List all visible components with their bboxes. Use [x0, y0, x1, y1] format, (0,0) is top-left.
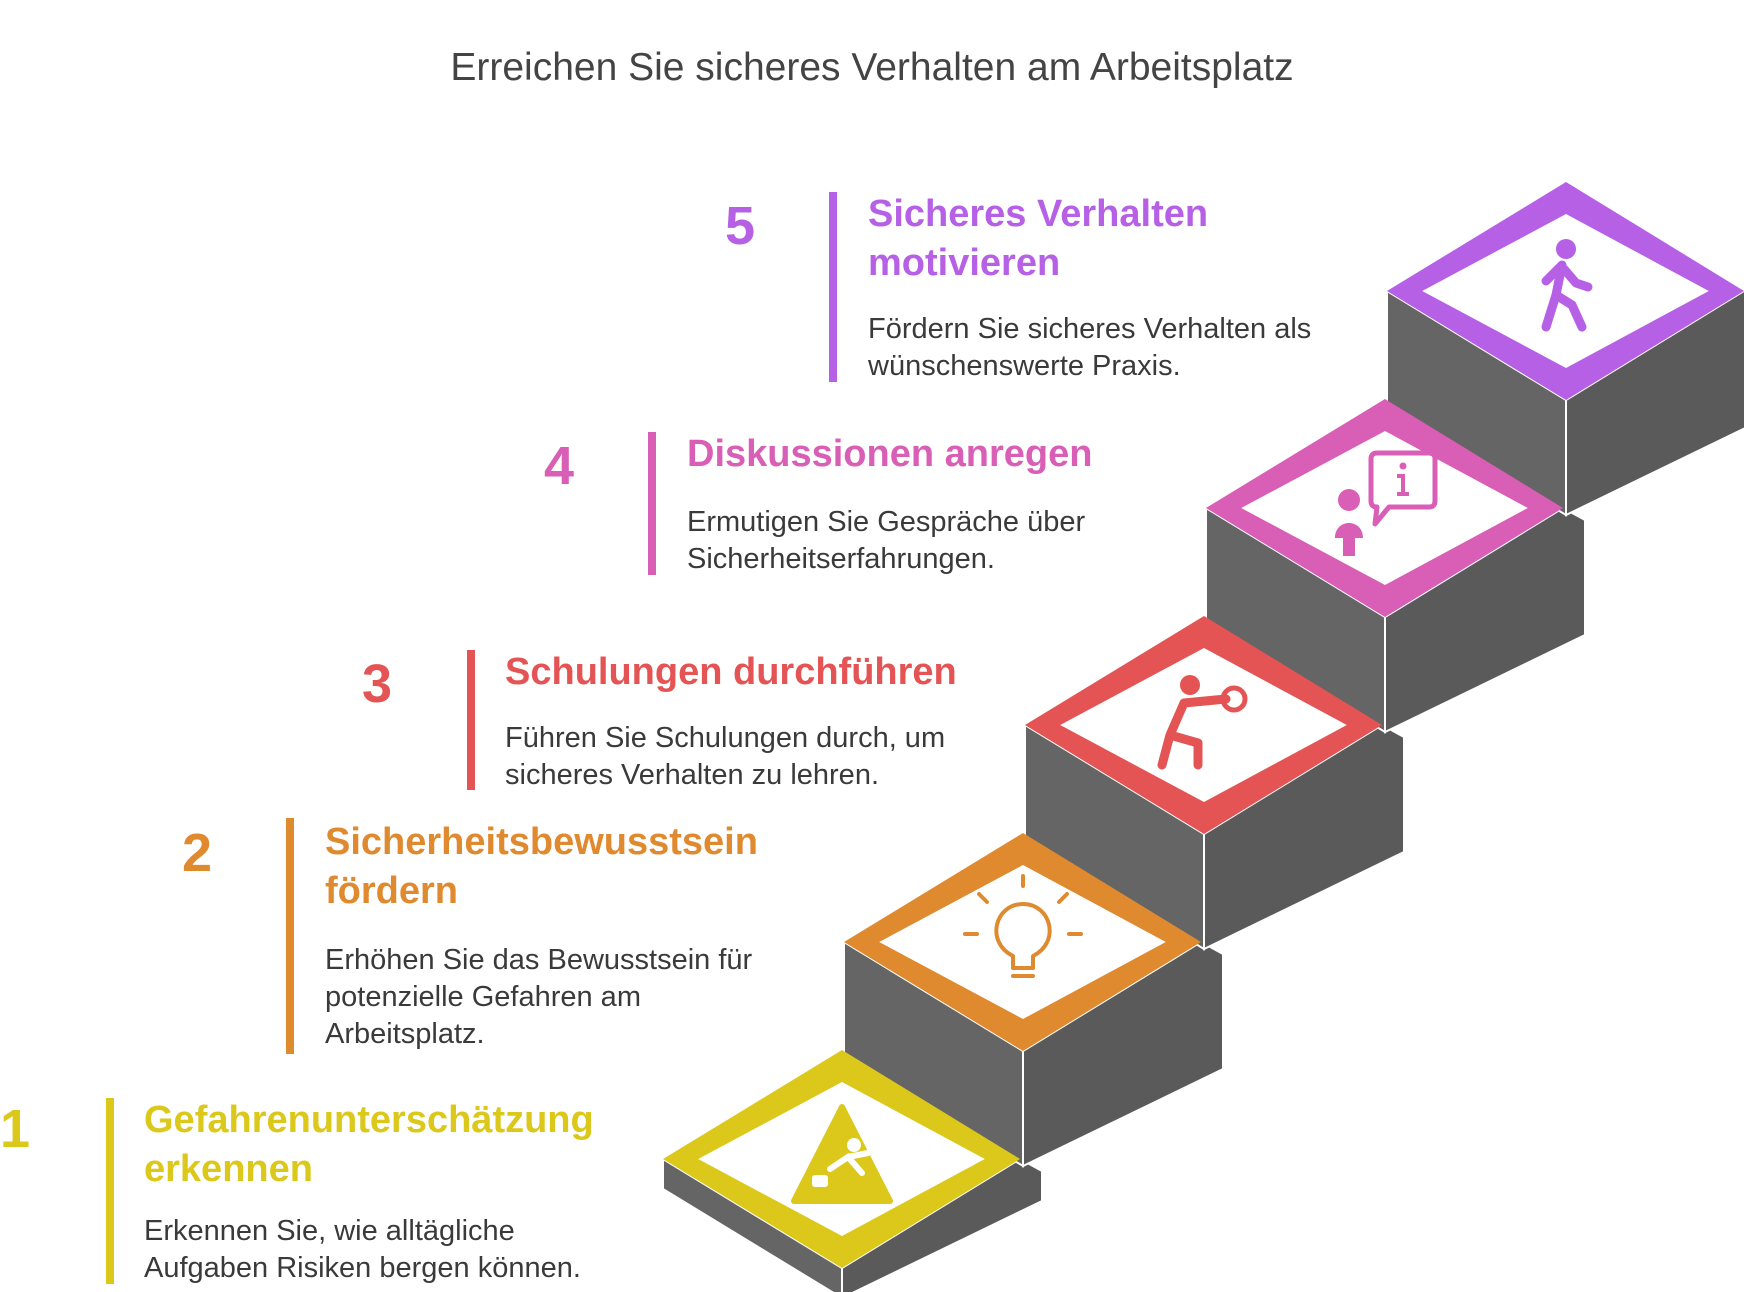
- step-title: Diskussionen anregen: [687, 433, 1093, 475]
- step-title: Schulungen durchführen: [505, 651, 957, 693]
- boxing-person-icon: [1157, 675, 1248, 770]
- step-title: Gefahrenunterschätzung erkennen: [144, 1099, 594, 1190]
- stair-sides: [662, 289, 1744, 1292]
- step-description: Ermutigen Sie Gespräche über Sicherheits…: [687, 506, 1086, 575]
- stair-side-right: [1203, 723, 1405, 951]
- warning-slip-icon: [791, 1104, 893, 1204]
- step-title: Sicherheitsbewusstsein fördern: [325, 821, 758, 912]
- person-info-bubble-icon: [1335, 450, 1438, 556]
- stair-side-right: [1565, 289, 1744, 517]
- stair-side-right: [1384, 506, 1586, 734]
- step-description: Führen Sie Schulungen durch, um sicheres…: [505, 722, 946, 791]
- page-title: Erreichen Sie sicheres Verhalten am Arbe…: [450, 46, 1294, 89]
- step-description: Fördern Sie sicheres Verhalten als wünsc…: [868, 313, 1312, 382]
- lightbulb-icon: [963, 874, 1083, 978]
- step-bar: [648, 432, 656, 575]
- stair-top-inner: [879, 865, 1166, 1019]
- stair-top-inner: [1422, 214, 1709, 368]
- step-bar: [467, 650, 475, 790]
- stair-icons: [791, 239, 1593, 1204]
- step-description: Erhöhen Sie das Bewusstsein für potenzie…: [325, 944, 753, 1050]
- step-bar: [286, 818, 294, 1054]
- step-number: 3: [362, 654, 393, 714]
- stair-top-inner: [1241, 431, 1528, 585]
- walking-person-icon: [1541, 239, 1593, 332]
- stair-top-inner: [1060, 648, 1347, 802]
- step-bar: [829, 192, 837, 382]
- step-number: 1: [0, 1099, 31, 1159]
- step-description: Erkennen Sie, wie alltägliche Aufgaben R…: [144, 1215, 581, 1284]
- step-number: 2: [182, 823, 213, 883]
- stair-side-right: [1022, 940, 1224, 1168]
- step-number: 4: [544, 436, 575, 496]
- step-number: 5: [725, 196, 756, 256]
- step-bar: [106, 1098, 114, 1284]
- step-title: Sicheres Verhalten motivieren: [868, 193, 1209, 284]
